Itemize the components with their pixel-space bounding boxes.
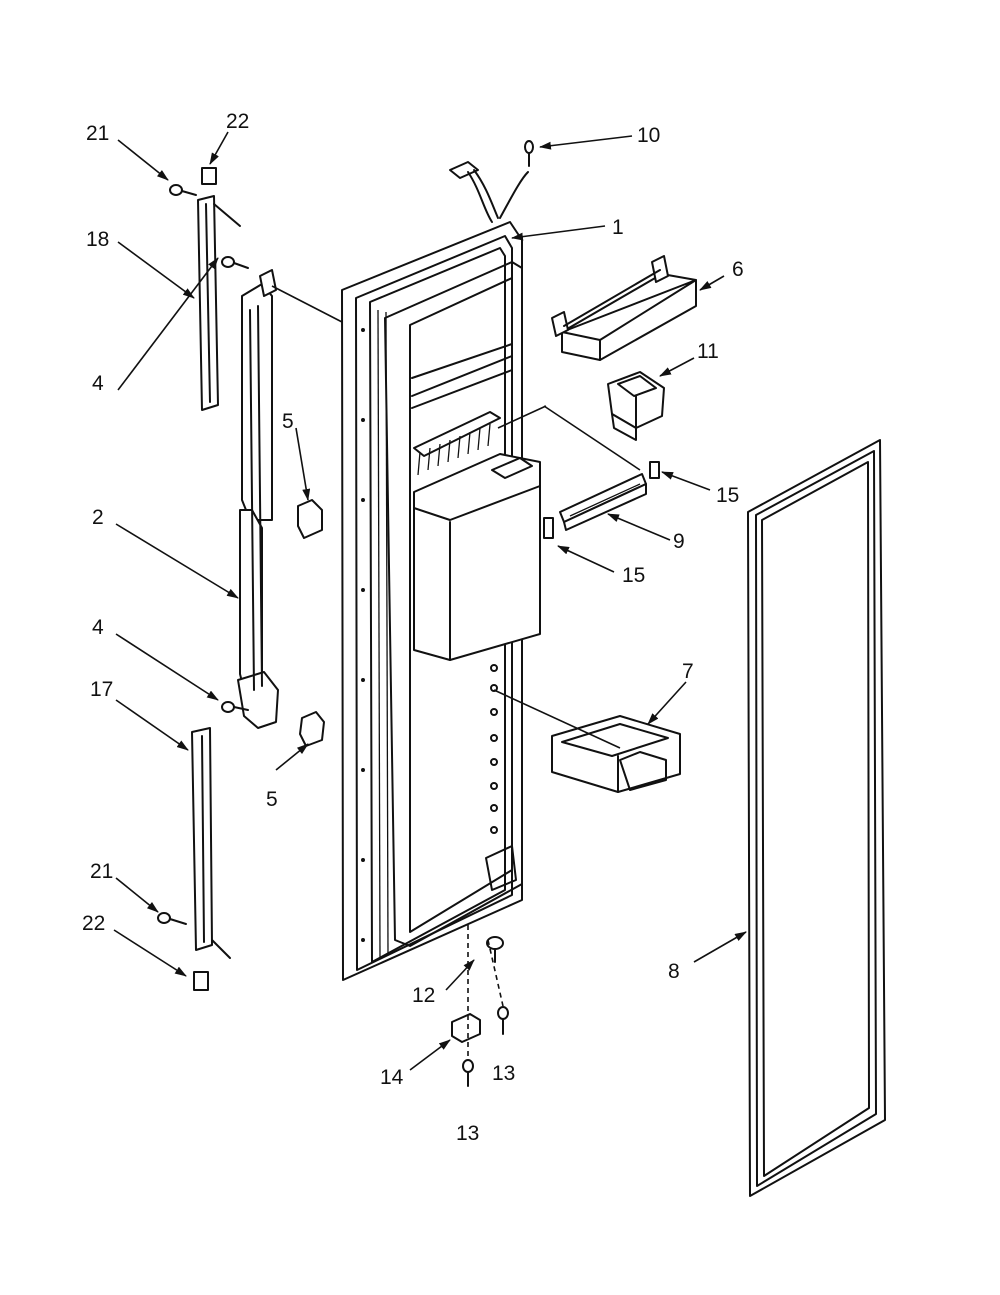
callout-17: 17: [90, 678, 113, 701]
callout-15-lower: 15: [622, 564, 645, 587]
shelf-peg-holes: [490, 664, 498, 834]
clip-22-upper: [201, 167, 217, 185]
dispenser-rail-part: [559, 473, 647, 531]
callout-15-upper: 15: [716, 484, 739, 507]
hinge-pin-part: [486, 936, 504, 963]
callout-4-lower: 4: [92, 616, 104, 639]
screw-13-lower: [462, 1059, 474, 1087]
screw-21-lower: [157, 912, 187, 925]
callout-4-upper: 4: [92, 372, 104, 395]
handle-clip-upper: [297, 499, 323, 539]
door-handle-part: [237, 269, 279, 729]
flange-screw-dots: [361, 328, 365, 942]
callout-9: 9: [673, 530, 685, 553]
callout-11: 11: [697, 340, 719, 363]
callout-13-right: 13: [492, 1062, 515, 1085]
assembly-lines: [271, 285, 641, 1060]
wire-harness-part: [449, 140, 534, 223]
dispenser-grille: [413, 411, 501, 476]
callout-2: 2: [92, 506, 104, 529]
door-liner-part: [341, 221, 541, 981]
top-trim-part: [197, 195, 241, 411]
callout-14: 14: [380, 1066, 404, 1089]
callout-22-upper: 22: [226, 110, 249, 133]
callout-18: 18: [86, 228, 109, 251]
screw-21-upper: [169, 184, 197, 196]
callout-5-upper: 5: [282, 410, 294, 433]
callout-5-lower: 5: [266, 788, 278, 811]
rail-end-cap-lower: [543, 517, 554, 539]
callout-labels: 21 22 10 1 18 6 11 4 5 15 2 9 15 4 7 17 …: [82, 110, 744, 1145]
callout-1: 1: [612, 216, 624, 239]
clip-22-lower: [193, 971, 209, 991]
callout-13-bottom: 13: [456, 1122, 479, 1145]
callout-7: 7: [682, 660, 694, 683]
callout-22-lower: 22: [82, 912, 105, 935]
hinge-bushing-14: [451, 1013, 481, 1043]
screw-4-lower: [221, 701, 249, 713]
lower-door-bin: [551, 715, 681, 793]
rail-end-cap-upper: [649, 461, 660, 479]
door-shelf-bin: [551, 255, 697, 361]
leader-arrows: [113, 131, 747, 1071]
callout-6: 6: [732, 258, 744, 281]
callout-10: 10: [637, 124, 660, 147]
callout-12: 12: [412, 984, 435, 1007]
handle-clip-lower: [299, 711, 325, 747]
callout-8: 8: [668, 960, 680, 983]
screw-4-upper: [221, 256, 249, 269]
callout-21-lower: 21: [90, 860, 113, 883]
screw-13-upper: [497, 1006, 509, 1035]
door-gasket-part: [747, 439, 886, 1197]
callout-21-upper: 21: [86, 122, 109, 145]
ice-chute-part: [607, 371, 665, 441]
bottom-trim-part: [191, 727, 231, 959]
dispenser-housing: [413, 453, 541, 661]
